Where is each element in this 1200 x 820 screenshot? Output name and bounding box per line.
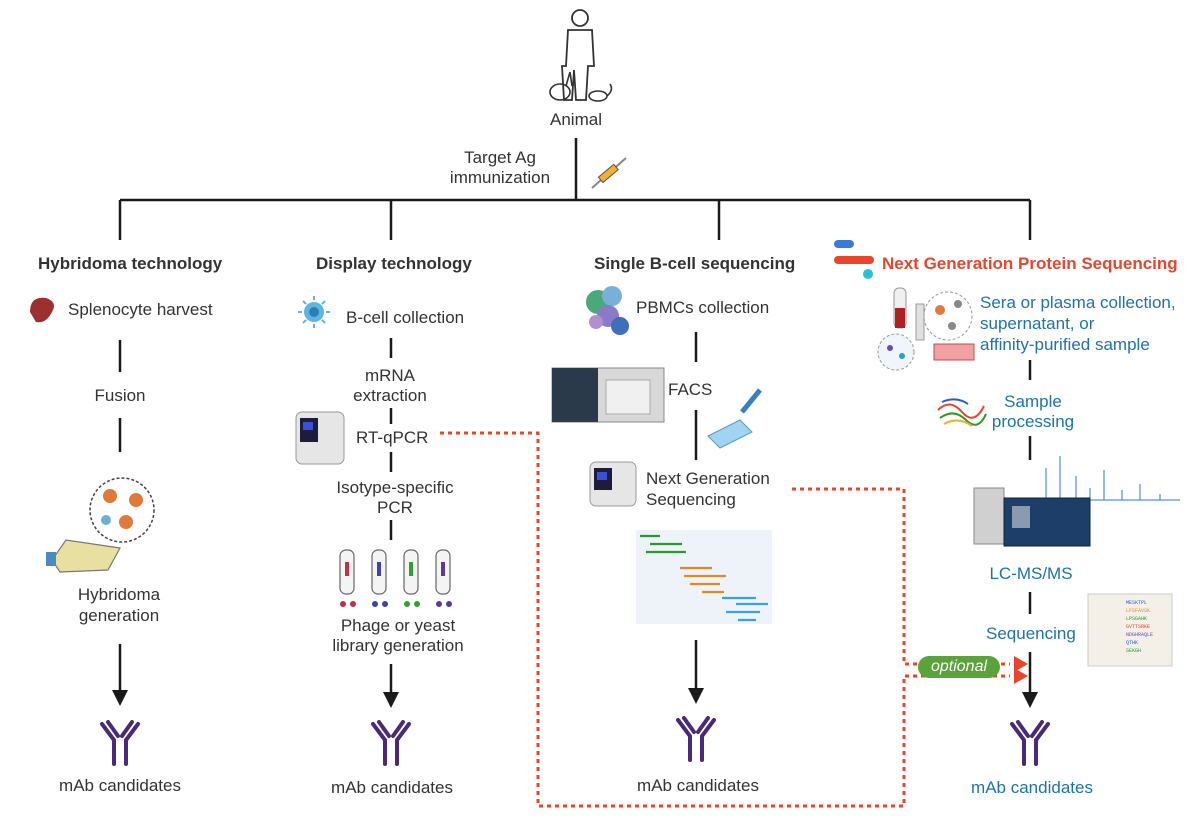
svg-text:GVTTSRKE: GVTTSRKE (1126, 624, 1150, 630)
mass-spectrum-icon (1040, 456, 1180, 501)
pipette-icon (707, 388, 762, 449)
ngs-reads-icon (636, 530, 772, 624)
step-sequencing: Sequencing (986, 624, 1076, 643)
svg-text:NDGHRAQLE: NDGHRAQLE (1126, 632, 1153, 638)
svg-text:SEKGH: SEKGH (1126, 648, 1141, 654)
step-fusion: Fusion (94, 386, 146, 405)
mouse-icon (588, 83, 613, 102)
peptide-strands-icon (937, 398, 987, 427)
result-mab-candidates-4: mAb candidates (971, 778, 1093, 797)
step-b-cell-collection: B-cell collection (346, 308, 465, 327)
optional-arrow-1 (1014, 656, 1028, 672)
hybridoma-flask-icon (46, 477, 155, 573)
optional-path-rtqpcr (440, 431, 1010, 808)
step-isotype-pcr: Isotype-specific PCR (336, 478, 454, 517)
immunization-label: Target Ag immunization (449, 148, 551, 187)
step-library-generation: Phage or yeast library generation (332, 616, 464, 655)
step-ngs: Next Generation Sequencing (646, 469, 770, 509)
svg-text:QTHK: QTHK (1126, 640, 1138, 646)
sample-tubes-icon (877, 287, 975, 371)
b-cell-icon (298, 296, 330, 328)
svg-text:LFSFAVSK: LFSFAVSK (1126, 608, 1150, 614)
rabbit-icon (549, 71, 573, 101)
column-title-single-b-cell: Single B-cell sequencing (594, 254, 796, 273)
antibody-icon (1010, 720, 1050, 766)
antibody-icon (100, 720, 140, 766)
step-splenocyte-harvest: Splenocyte harvest (68, 300, 213, 319)
pbmc-cells-icon (586, 286, 629, 335)
optional-badge: optional (918, 656, 1000, 678)
syringe-icon (591, 157, 627, 189)
lc-ms-instrument-icon (973, 487, 1091, 547)
optional-arrow-2 (1014, 668, 1028, 684)
result-mab-candidates-1: mAb candidates (59, 776, 181, 795)
svg-text:MESKTPL: MESKTPL (1126, 600, 1147, 606)
step-sample-processing: Sample processing (991, 392, 1075, 431)
step-hybridoma-generation: Hybridoma generation (77, 585, 161, 625)
column-title-display: Display technology (316, 254, 472, 273)
step-mrna-extraction: mRNA extraction (353, 366, 427, 405)
antibody-icon (676, 716, 716, 762)
animal-label: Animal (550, 110, 602, 129)
ngps-logo-icon (834, 240, 874, 279)
phage-library-icon (339, 549, 452, 607)
antibody-icon (371, 720, 411, 766)
facs-machine-icon (551, 367, 665, 423)
step-sample-collection: Sera or plasma collection, supernatant, … (980, 293, 1176, 354)
qpcr-machine-icon (295, 411, 345, 465)
result-mab-candidates-2: mAb candidates (331, 778, 453, 797)
column-title-hybridoma: Hybridoma technology (38, 254, 223, 273)
sequencer-icon (589, 461, 637, 507)
spleen-icon (30, 297, 54, 323)
person-icon (561, 9, 595, 101)
svg-text:LPSGAHK: LPSGAHK (1126, 616, 1147, 622)
result-mab-candidates-3: mAb candidates (637, 776, 759, 795)
step-lc-ms-ms: LC-MS/MS (989, 564, 1073, 583)
step-rt-qpcr: RT-qPCR (356, 428, 429, 447)
column-title-ngps: Next Generation Protein Sequencing (882, 254, 1178, 273)
step-facs: FACS (668, 380, 713, 399)
sequence-readout-icon: MESKTPL LFSFAVSK LPSGAHK GVTTSRKE NDGHRA… (1087, 593, 1173, 667)
step-pbmcs-collection: PBMCs collection (636, 298, 770, 317)
